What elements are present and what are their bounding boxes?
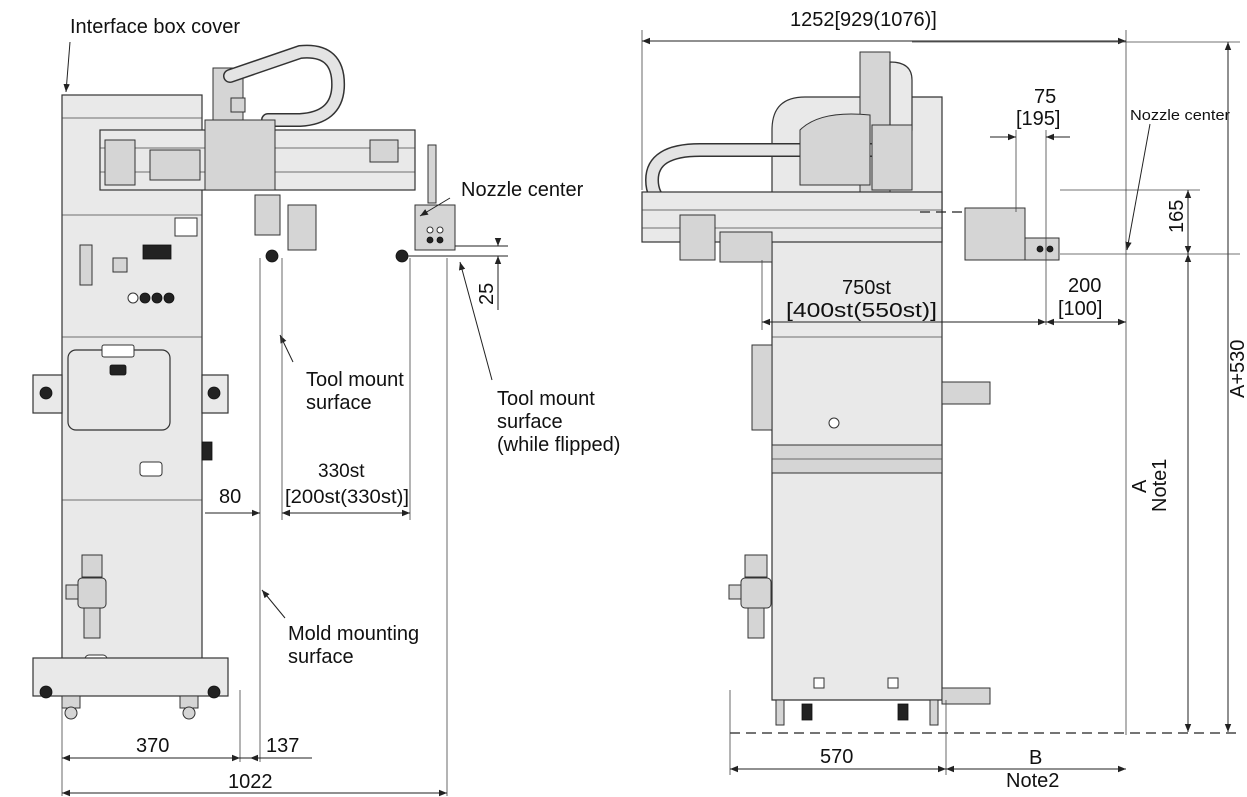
left-base (32, 657, 229, 697)
left-view-robot (32, 44, 456, 720)
dim-overall-width: 1252[929(1076)] (790, 9, 937, 31)
mold-mounting-label-2: surface (288, 646, 354, 668)
dim-200: 200 (1068, 275, 1101, 297)
left-view-dimensions (61, 41, 508, 797)
dim-165: 165 (1166, 200, 1188, 233)
left-front-panel (67, 349, 171, 431)
left-button-row (127, 292, 175, 304)
left-air-regulator (65, 554, 107, 639)
right-view-robot (641, 51, 1060, 726)
tool-mount-flipped-label-2: surface (497, 411, 563, 433)
note1-label: Note1 (1149, 459, 1171, 512)
dim-750st-alt: [400st(550st)] (786, 300, 937, 322)
right-air-regulator (728, 554, 772, 639)
right-side-box (751, 344, 773, 431)
nozzle-center-label-left: Nozzle center (461, 179, 584, 201)
dim-330st: 330st (318, 461, 365, 482)
right-view-dimensions (641, 30, 1240, 775)
dim-750st: 750st (842, 277, 891, 299)
interface-box-cover-label: Interface box cover (70, 16, 240, 38)
left-carriage (204, 119, 276, 191)
dim-75-alt: [195] (1016, 108, 1060, 130)
dim-200-alt: [100] (1058, 298, 1102, 320)
dim-25: 25 (476, 283, 498, 305)
dim-b: B (1029, 747, 1042, 769)
dim-570: 570 (820, 746, 853, 768)
dim-370: 370 (136, 735, 169, 757)
note2-label: Note2 (1006, 770, 1059, 792)
right-gripper (964, 207, 1060, 261)
dim-137: 137 (266, 735, 299, 757)
right-main-column (771, 96, 943, 701)
tool-mount-flipped-label-1: Tool mount (497, 388, 595, 410)
dim-a: A (1129, 479, 1151, 493)
left-gripper-flipped (395, 204, 456, 263)
dim-75: 75 (1034, 86, 1056, 108)
dim-1022: 1022 (228, 771, 273, 793)
dim-a-plus-530: A+530 (1227, 340, 1247, 398)
dim-80: 80 (219, 486, 241, 508)
tool-mount-flipped-label-3: (while flipped) (497, 434, 620, 456)
tool-mount-label-1: Tool mount (306, 369, 404, 391)
left-switch (79, 244, 93, 286)
dim-330st-alt: [200st(330st)] (285, 487, 409, 508)
tool-mount-label-2: surface (306, 392, 372, 414)
left-handle (139, 461, 163, 477)
nozzle-center-label-right: Nozzle center (1130, 107, 1230, 124)
mold-mounting-label-1: Mold mounting (288, 623, 419, 645)
